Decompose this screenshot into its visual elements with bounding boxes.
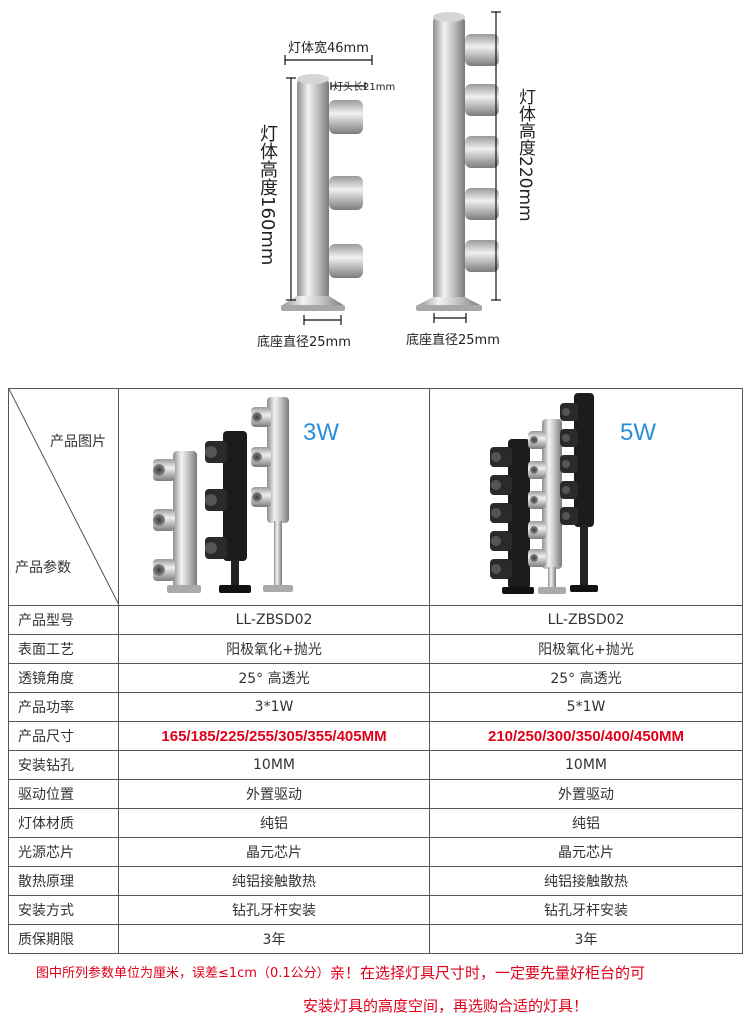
table-row: 安装钻孔 10MM 10MM	[8, 750, 743, 780]
table-row: 透镜角度 25° 高透光 25° 高透光	[8, 663, 743, 693]
row-value-3w: 纯铝接触散热	[118, 866, 430, 896]
row-value-3w: 外置驱动	[118, 779, 430, 809]
row-label: 光源芯片	[8, 837, 119, 867]
row-value-5w: LL-ZBSD02	[429, 605, 743, 635]
row-value-3w: 3年	[118, 924, 430, 954]
tall-lamp-drawing	[416, 12, 499, 311]
table-row: 表面工艺 阳极氧化+抛光 阳极氧化+抛光	[8, 634, 743, 664]
row-value-5w: 钻孔牙杆安装	[429, 895, 743, 925]
row-value-5w: 纯铝接触散热	[429, 866, 743, 896]
row-label: 散热原理	[8, 866, 119, 896]
base-left-label: 底座直径25mm	[257, 335, 351, 350]
dimension-diagram: 灯体宽46mm 灯头长21mm 灯体高度160mm 灯体高度220mm 底座直径…	[0, 0, 750, 372]
diagonal-line	[9, 389, 118, 604]
table-header-row: 产品图片 产品参数	[8, 388, 743, 606]
watt-label-3w: 3W	[303, 419, 339, 446]
row-label: 表面工艺	[8, 634, 119, 664]
row-label: 安装钻孔	[8, 750, 119, 780]
base-right-label: 底座直径25mm	[406, 333, 500, 348]
row-label: 驱动位置	[8, 779, 119, 809]
row-value-3w: 纯铝	[118, 808, 430, 838]
row-value-3w: 10MM	[118, 750, 430, 780]
row-label: 灯体材质	[8, 808, 119, 838]
tip-line-2: 安装灯具的高度空间，再选购合适的灯具！	[303, 997, 589, 1015]
row-value-3w: 钻孔牙杆安装	[118, 895, 430, 925]
row-value-5w: 5*1W	[429, 692, 743, 722]
row-value-5w: 外置驱动	[429, 779, 743, 809]
product-image-3w: 3W	[118, 388, 430, 606]
row-label: 透镜角度	[8, 663, 119, 693]
row-value-3w: 晶元芯片	[118, 837, 430, 867]
row-value-5w: 10MM	[429, 750, 743, 780]
height-right-label: 灯体高度220mm	[515, 88, 535, 222]
row-value-5w: 晶元芯片	[429, 837, 743, 867]
head-length-label: 灯头长21mm	[333, 82, 396, 93]
spec-table: 产品图片 产品参数	[8, 388, 743, 954]
lamp-5w-image	[490, 393, 598, 594]
tip-line-1: 亲！在选择灯具尺寸时，一定要先量好柜台的可	[330, 964, 646, 982]
unit-note: 图中所列参数单位为厘米，误差≤1cm（0.1公分）	[36, 966, 330, 981]
width-label: 灯体宽46mm	[288, 41, 369, 56]
row-value-5w: 纯铝	[429, 808, 743, 838]
table-row: 产品功率 3*1W 5*1W	[8, 692, 743, 722]
table-row: 驱动位置 外置驱动 外置驱动	[8, 779, 743, 809]
row-label: 产品型号	[8, 605, 119, 635]
row-label: 安装方式	[8, 895, 119, 925]
lamp-3w-image	[153, 397, 293, 593]
row-value-5w: 阳极氧化+抛光	[429, 634, 743, 664]
row-value-3w: 25° 高透光	[118, 663, 430, 693]
table-row: 质保期限 3年 3年	[8, 924, 743, 954]
table-row: 产品尺寸 165/185/225/255/305/355/405MM 210/2…	[8, 721, 743, 751]
table-row: 安装方式 钻孔牙杆安装 钻孔牙杆安装	[8, 895, 743, 925]
table-row: 灯体材质 纯铝 纯铝	[8, 808, 743, 838]
header-image-label: 产品图片	[50, 434, 106, 450]
row-value-3w: 阳极氧化+抛光	[118, 634, 430, 664]
watt-label-5w: 5W	[620, 419, 656, 446]
row-label: 产品尺寸	[8, 721, 119, 751]
table-row: 光源芯片 晶元芯片 晶元芯片	[8, 837, 743, 867]
table-row: 产品型号 LL-ZBSD02 LL-ZBSD02	[8, 605, 743, 635]
short-lamp-drawing	[281, 74, 363, 311]
product-image-5w: 5W	[429, 388, 743, 606]
row-value-3w: 165/185/225/255/305/355/405MM	[118, 721, 430, 751]
dimension-lines	[284, 11, 501, 325]
lamp-dimension-drawing	[281, 11, 501, 325]
row-label: 产品功率	[8, 692, 119, 722]
row-label: 质保期限	[8, 924, 119, 954]
header-param-label: 产品参数	[15, 560, 71, 576]
row-value-5w: 25° 高透光	[429, 663, 743, 693]
table-row: 散热原理 纯铝接触散热 纯铝接触散热	[8, 866, 743, 896]
header-diagonal-cell: 产品图片 产品参数	[8, 388, 119, 606]
height-left-label: 灯体高度160mm	[257, 124, 278, 266]
row-value-5w: 210/250/300/350/400/450MM	[429, 721, 743, 751]
row-value-3w: LL-ZBSD02	[118, 605, 430, 635]
row-value-3w: 3*1W	[118, 692, 430, 722]
row-value-5w: 3年	[429, 924, 743, 954]
